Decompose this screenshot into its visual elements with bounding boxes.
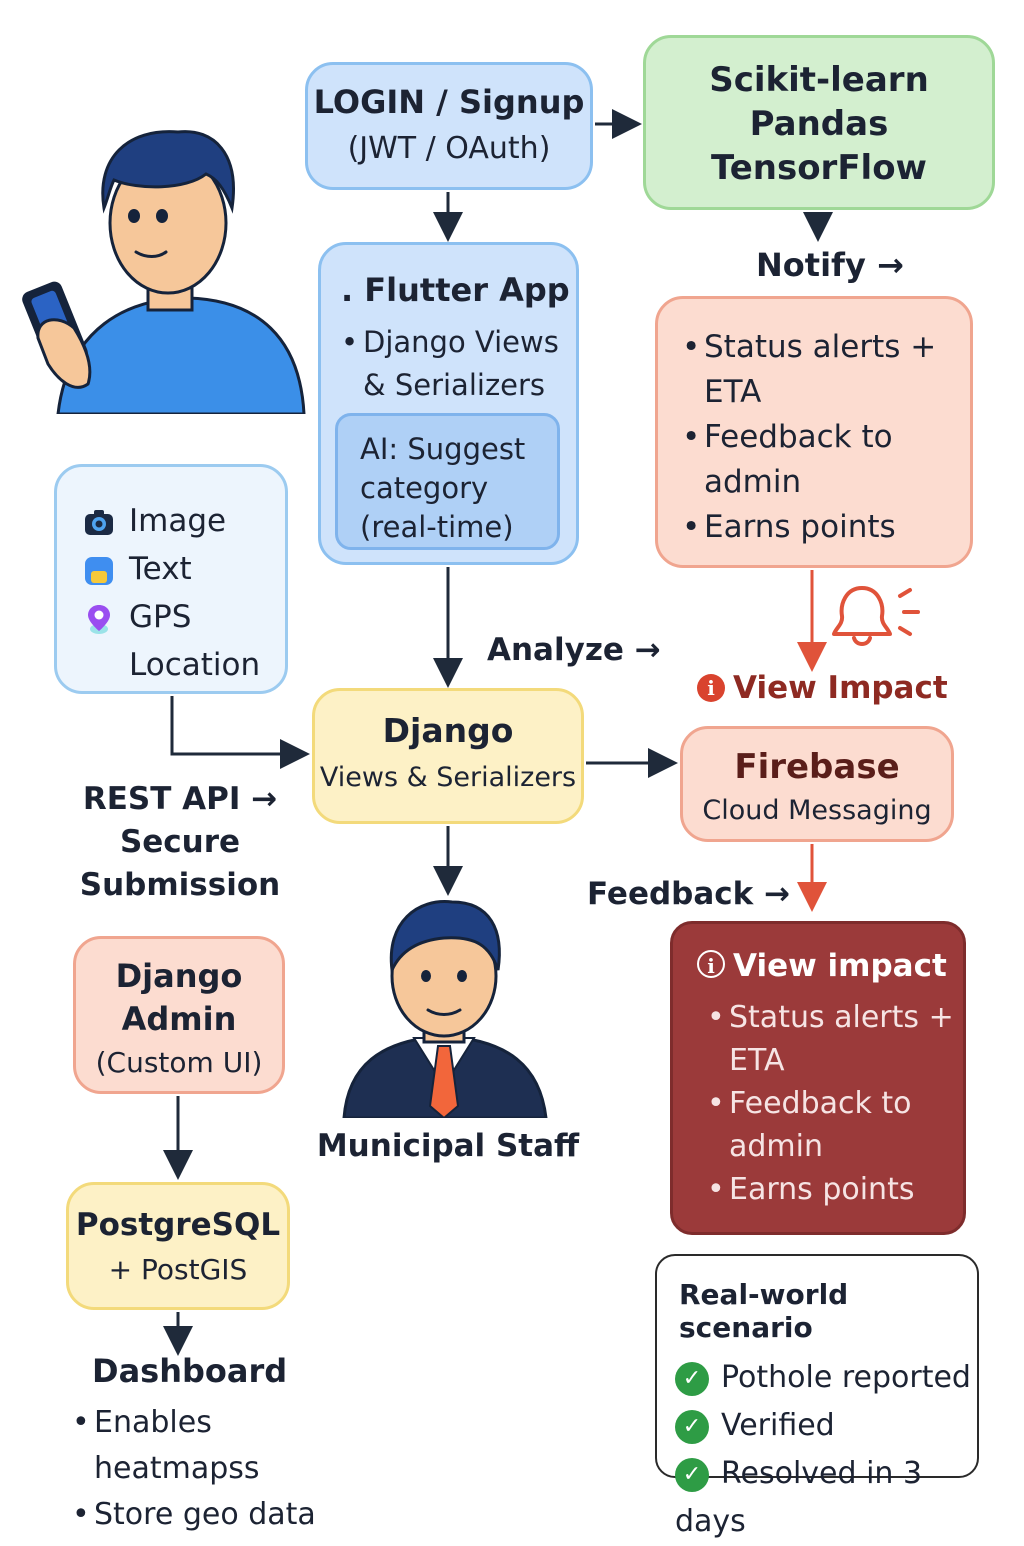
citizen-illustration <box>22 130 306 414</box>
django-admin-box: Django Admin (Custom UI) <box>73 936 285 1094</box>
inputs-box: Image Text GPS Location <box>54 464 288 694</box>
ai-line-3: (real-time) <box>360 510 514 544</box>
real-world-scenario-box: Real-world scenario ✓Pothole reported ✓V… <box>655 1254 979 1539</box>
ai-suggest-box: AI: Suggest category (real-time) <box>335 413 560 550</box>
ml-libraries-box: Scikit-learn Pandas TensorFlow <box>643 35 995 210</box>
ai-line-1: AI: Suggest <box>360 432 526 466</box>
firebase-title: Firebase <box>734 747 900 787</box>
check-icon: ✓ <box>675 1409 709 1444</box>
arrow-inputs-to-django <box>170 696 310 769</box>
ml-lib-sklearn: Scikit-learn <box>709 60 929 100</box>
firebase-subtitle: Cloud Messaging <box>702 795 932 826</box>
notify-item-points: Earns points <box>682 505 970 550</box>
impact-item-points: Earns points <box>707 1168 963 1211</box>
municipal-staff-label: Municipal Staff <box>316 1128 580 1164</box>
input-image: Image <box>83 497 285 545</box>
dashboard-item-geo: Store geo data <box>72 1492 316 1538</box>
django-subtitle: Views & Serializers <box>319 762 577 793</box>
check-icon: ✓ <box>675 1361 709 1396</box>
text-note-icon <box>85 556 113 585</box>
postgresql-box: PostgreSQL + PostGIS <box>66 1182 290 1310</box>
ml-lib-tensorflow: TensorFlow <box>711 148 927 188</box>
analyze-label: Analyze → <box>487 632 661 668</box>
admin-line-3: (Custom UI) <box>95 1046 263 1079</box>
info-icon: i <box>697 674 725 702</box>
admin-line-2: Admin <box>121 1000 237 1038</box>
impact-item-status: Status alerts +ETA <box>707 996 963 1082</box>
input-location: Location <box>129 647 261 683</box>
feedback-label: Feedback → <box>587 876 791 912</box>
notify-label: Notify → <box>756 246 904 284</box>
postgres-subtitle: + PostGIS <box>108 1253 248 1286</box>
dashboard-title: Dashboard <box>92 1352 288 1390</box>
flutter-title: . Flutter App <box>341 271 570 309</box>
input-text: Text <box>83 545 285 593</box>
check-icon: ✓ <box>675 1457 709 1492</box>
scenario-item-reported: ✓Pothole reported <box>675 1354 977 1402</box>
flutter-item: Django Views& Serializers <box>341 321 576 407</box>
bell-icon <box>832 586 920 646</box>
firebase-box: Firebase Cloud Messaging <box>680 726 954 842</box>
login-title: LOGIN / Signup <box>313 83 585 121</box>
scenario-item-resolved: ✓Resolved in 3 days <box>675 1456 923 1539</box>
admin-line-1: Django <box>115 957 243 995</box>
location-pin-icon <box>88 604 110 634</box>
camera-icon <box>85 509 113 535</box>
postgres-title: PostgreSQL <box>75 1207 281 1243</box>
ml-lib-pandas: Pandas <box>749 104 889 144</box>
info-icon: i <box>697 950 725 978</box>
notify-item-status: Status alerts +ETA <box>682 325 970 415</box>
login-signup-box: LOGIN / Signup (JWT / OAuth) <box>305 62 593 190</box>
scenario-item-verified: ✓Verified <box>675 1402 977 1450</box>
ai-line-2: category <box>360 471 489 505</box>
login-subtitle: (JWT / OAuth) <box>347 131 551 166</box>
django-title: Django <box>382 711 514 750</box>
scenario-title: Real-world scenario <box>679 1278 849 1344</box>
django-box: Django Views & Serializers <box>312 688 584 824</box>
municipal-staff-illustration <box>342 900 548 1118</box>
input-gps: GPS <box>83 593 285 641</box>
rest-api-label: REST API → Secure Submission <box>79 781 281 903</box>
